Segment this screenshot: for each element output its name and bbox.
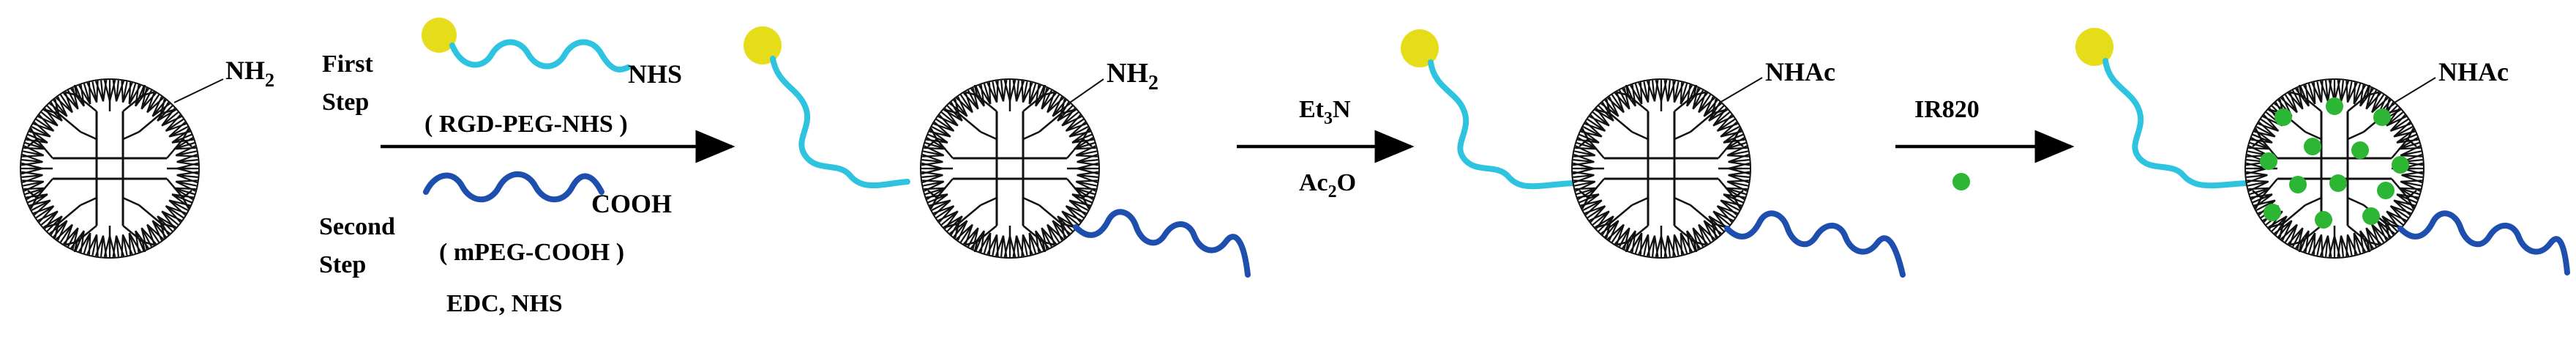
ir820-dot (2315, 211, 2332, 229)
ir820-dot (2373, 108, 2391, 126)
ac2o-b: O (1337, 169, 1356, 196)
ir820-dot (2377, 182, 2395, 199)
ir820-dot (2362, 207, 2380, 225)
nhs-end-label: NHS (628, 59, 682, 89)
nh2-sub-1: 2 (265, 70, 274, 91)
rgd-ball-2 (744, 26, 782, 64)
edc-nhs-label: EDC, NHS (446, 290, 563, 317)
nh2-label-1: NH2 (225, 56, 274, 91)
ir820-dot-legend (1952, 173, 1970, 190)
dendrimer-1 (19, 78, 201, 259)
ir820-dot (2264, 204, 2281, 221)
et3n-sub: 3 (1324, 109, 1333, 128)
rgd-peg-chain-4 (2103, 58, 2250, 189)
rgd-peg-chain-reagent (449, 39, 631, 73)
ir820-dot (2351, 141, 2369, 159)
nh2-label-2: NH2 (1107, 58, 1158, 95)
nh2-pointer-1 (173, 78, 224, 103)
mpeg-chain-reagent (423, 171, 604, 203)
nh2-main-2: NH (1107, 58, 1148, 89)
et3n-b: N (1333, 96, 1351, 123)
ac2o-a: Ac (1299, 169, 1328, 196)
ir820-dot (2260, 152, 2277, 170)
first-step-label-line1: First (322, 51, 374, 78)
mpeg-cooh-label: ( mPEG-COOH ) (439, 239, 624, 266)
ac2o-sub: 2 (1328, 182, 1337, 201)
nhac-label-1: NHAc (1765, 57, 1835, 86)
dendrimer-2 (919, 78, 1101, 259)
dendrimer-3 (1570, 78, 1752, 259)
ir820-dot (2329, 174, 2347, 192)
ac2o-label: Ac2O (1299, 169, 1356, 201)
ir820-dot (2326, 97, 2343, 115)
ir820-dot (2392, 156, 2409, 174)
ir820-dot (2304, 138, 2321, 155)
rgd-peg-chain-3 (1428, 59, 1576, 190)
ir820-dot (2274, 108, 2292, 126)
rgd-peg-nhs-label: ( RGD-PEG-NHS ) (424, 111, 628, 138)
mpeg-chain-4 (2397, 210, 2570, 275)
nh2-sub-2: 2 (1148, 72, 1158, 95)
nhac-pointer-1 (1719, 77, 1763, 103)
ir820-dot (2289, 176, 2307, 193)
rgd-ball-4 (2075, 28, 2113, 66)
second-step-label-line1: Second (319, 213, 395, 240)
et3n-a: Et (1299, 96, 1325, 123)
mpeg-chain-2 (1073, 209, 1251, 278)
nhac-label-2: NHAc (2438, 57, 2509, 86)
rgd-peg-chain-2 (770, 56, 910, 188)
et3n-label: Et3N (1299, 96, 1351, 128)
second-step-label-line2: Step (319, 251, 366, 278)
first-step-label-line2: Step (322, 89, 369, 116)
nh2-pointer-2 (1069, 78, 1104, 103)
mpeg-chain-3 (1724, 210, 1906, 278)
cooh-end-label: COOH (591, 189, 672, 218)
ir820-loaded-dots (2260, 97, 2409, 229)
nhac-pointer-2 (2394, 77, 2436, 103)
nh2-main-1: NH (225, 56, 265, 85)
rgd-ball-reagent (422, 18, 457, 53)
ir820-label: IR820 (1914, 96, 1980, 123)
rgd-ball-3 (1401, 29, 1439, 67)
